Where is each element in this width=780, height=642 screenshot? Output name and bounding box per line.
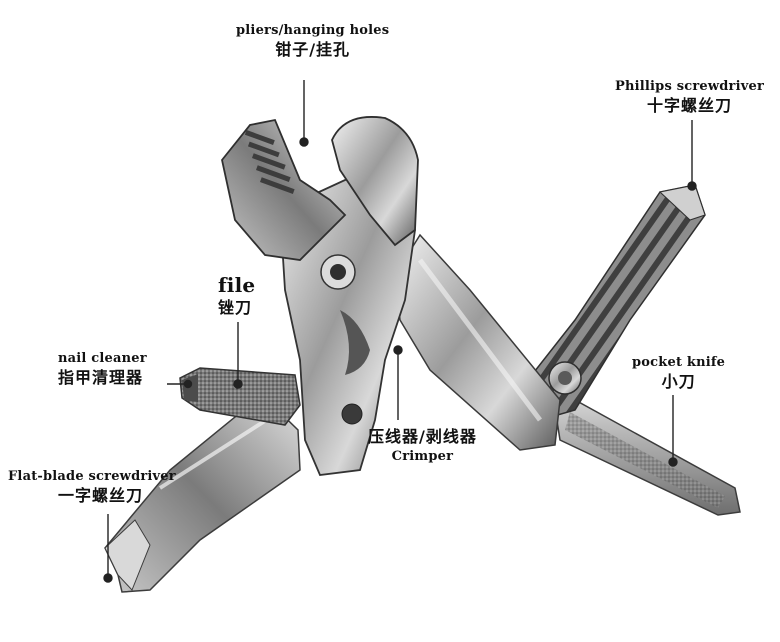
- label-file: file 锉刀: [218, 274, 255, 317]
- label-phillips: Phillips screwdriver 十字螺丝刀: [615, 79, 765, 116]
- label-pliers: pliers/hanging holes 钳子/挂孔: [236, 23, 390, 60]
- label-crimper-zh: 压线器/剥线器: [368, 427, 477, 446]
- label-pliers-en: pliers/hanging holes: [236, 23, 390, 38]
- label-pliers-zh: 钳子/挂孔: [275, 40, 351, 60]
- label-nail-zh: 指甲清理器: [58, 368, 144, 388]
- pliers-jaws: [221, 116, 419, 261]
- label-file-en: file: [218, 273, 256, 297]
- label-flat-en: Flat-blade screwdriver: [8, 469, 176, 484]
- label-pocket-en: pocket knife: [632, 355, 726, 370]
- label-nail-cleaner: nail cleaner 指甲清理器: [58, 351, 147, 388]
- label-crimper: 压线器/剥线器 Crimper: [368, 428, 477, 464]
- label-pocket-knife: pocket knife 小刀: [632, 355, 726, 392]
- leader-lines: [103, 80, 697, 583]
- label-flat-zh: 一字螺丝刀: [58, 486, 144, 506]
- label-crimper-en: Crimper: [391, 448, 454, 464]
- label-phillips-zh: 十字螺丝刀: [647, 96, 733, 116]
- label-file-zh: 锉刀: [218, 298, 253, 317]
- label-phillips-en: Phillips screwdriver: [615, 79, 765, 94]
- crimper-arm: [394, 233, 561, 451]
- label-nail-en: nail cleaner: [58, 351, 147, 366]
- file-arm: [179, 367, 301, 426]
- label-flat-blade: Flat-blade screwdriver 一字螺丝刀: [8, 469, 176, 506]
- label-pocket-zh: 小刀: [661, 372, 696, 392]
- pocket-knife-arm: [554, 399, 741, 516]
- flat-blade-arm: [104, 393, 301, 593]
